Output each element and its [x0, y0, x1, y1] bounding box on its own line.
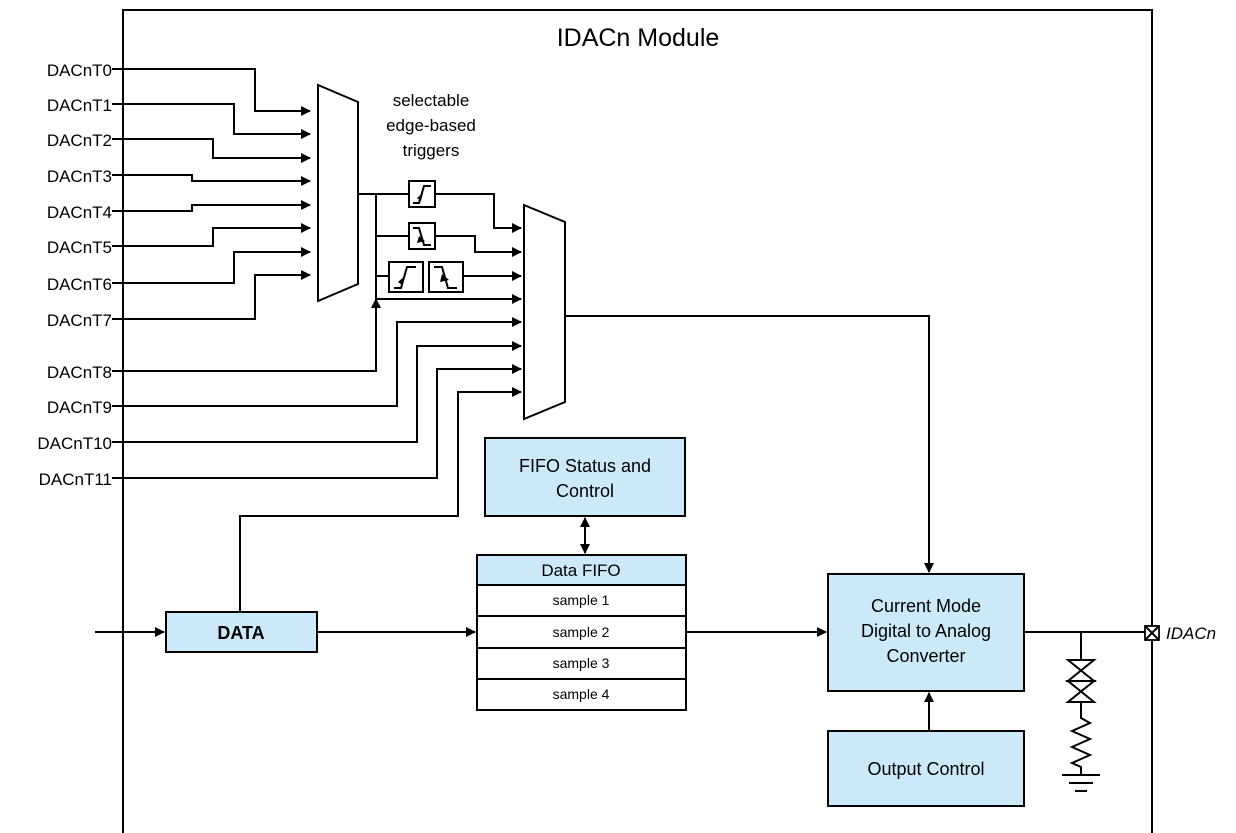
fifo-status-control-label: Control — [556, 481, 614, 501]
trigger-input-label: DACnT10 — [37, 434, 112, 453]
trigger-input-label: DACnT5 — [47, 238, 112, 257]
ground-icon — [1062, 774, 1100, 792]
fifo-sample-row — [476, 678, 687, 711]
data-fifo: Data FIFO sample 1 sample 2 sample 3 sam… — [476, 554, 687, 711]
dac-label: Current Mode — [871, 596, 981, 616]
fifo-sample-row — [476, 615, 687, 649]
svg-text:edge-based: edge-based — [386, 116, 476, 135]
output-pin-label: IDACn — [1166, 624, 1216, 643]
fifo-sample-label: sample 1 — [553, 592, 610, 608]
current-mode-dac-block — [827, 573, 1025, 692]
mux1-input-wires — [112, 68, 311, 320]
trigger-input-label: DACnT9 — [47, 398, 112, 417]
module-boundary — [122, 9, 1153, 833]
trigger-mux-2 — [523, 203, 566, 421]
trigger-input-label: DACnT11 — [39, 470, 112, 489]
trigger-to-dac-wire — [565, 315, 934, 573]
trigger-input-label: DACnT6 — [47, 275, 112, 294]
trigger-input-label: DACnT0 — [47, 61, 112, 80]
output-control-label: Output Control — [867, 759, 984, 779]
trigger-input-label: DACnT1 — [47, 96, 112, 115]
both-edge-icon — [388, 261, 464, 293]
dac-label: Converter — [886, 646, 965, 666]
resistor-icon — [1069, 713, 1093, 774]
fifo-sample-label: sample 3 — [553, 655, 610, 671]
fifo-status-control-label: FIFO Status and — [519, 456, 651, 476]
trigger-input-label: DACnT4 — [47, 203, 112, 222]
trigger-input-labels: DACnT0 DACnT1 DACnT2 DACnT3 DACnT4 DACnT… — [37, 61, 112, 489]
fifo-sample-label: sample 4 — [553, 686, 610, 702]
fifo-sample-row — [476, 647, 687, 680]
transmission-gate-icon — [1065, 659, 1097, 703]
module-title: IDACn Module — [557, 24, 720, 52]
fifo-sample-label: sample 2 — [553, 624, 610, 640]
rising-edge-icon — [408, 180, 436, 208]
pin-x-icon — [1144, 625, 1160, 641]
trigger-input-label: DACnT3 — [47, 167, 112, 186]
dac-label: Digital to Analog — [861, 621, 991, 641]
selectable-triggers-label: selectable edge-based triggers — [386, 91, 476, 160]
svg-text:triggers: triggers — [403, 141, 460, 160]
trigger-input-label: DACnT2 — [47, 131, 112, 150]
data-register-label: DATA — [217, 623, 264, 643]
trigger-input-label: DACnT7 — [47, 311, 112, 330]
fifo-sample-row — [476, 584, 687, 617]
trigger-mux-1 — [317, 83, 359, 303]
fifo-status-control-block — [484, 437, 686, 517]
falling-edge-icon — [408, 222, 436, 250]
data-fifo-header-label: Data FIFO — [541, 561, 620, 580]
trigger-input-label: DACnT8 — [47, 363, 112, 382]
output-control-block — [827, 730, 1025, 807]
data-fifo-header — [476, 554, 687, 586]
mux2-input-wires — [112, 193, 522, 612]
svg-text:selectable: selectable — [393, 91, 470, 110]
